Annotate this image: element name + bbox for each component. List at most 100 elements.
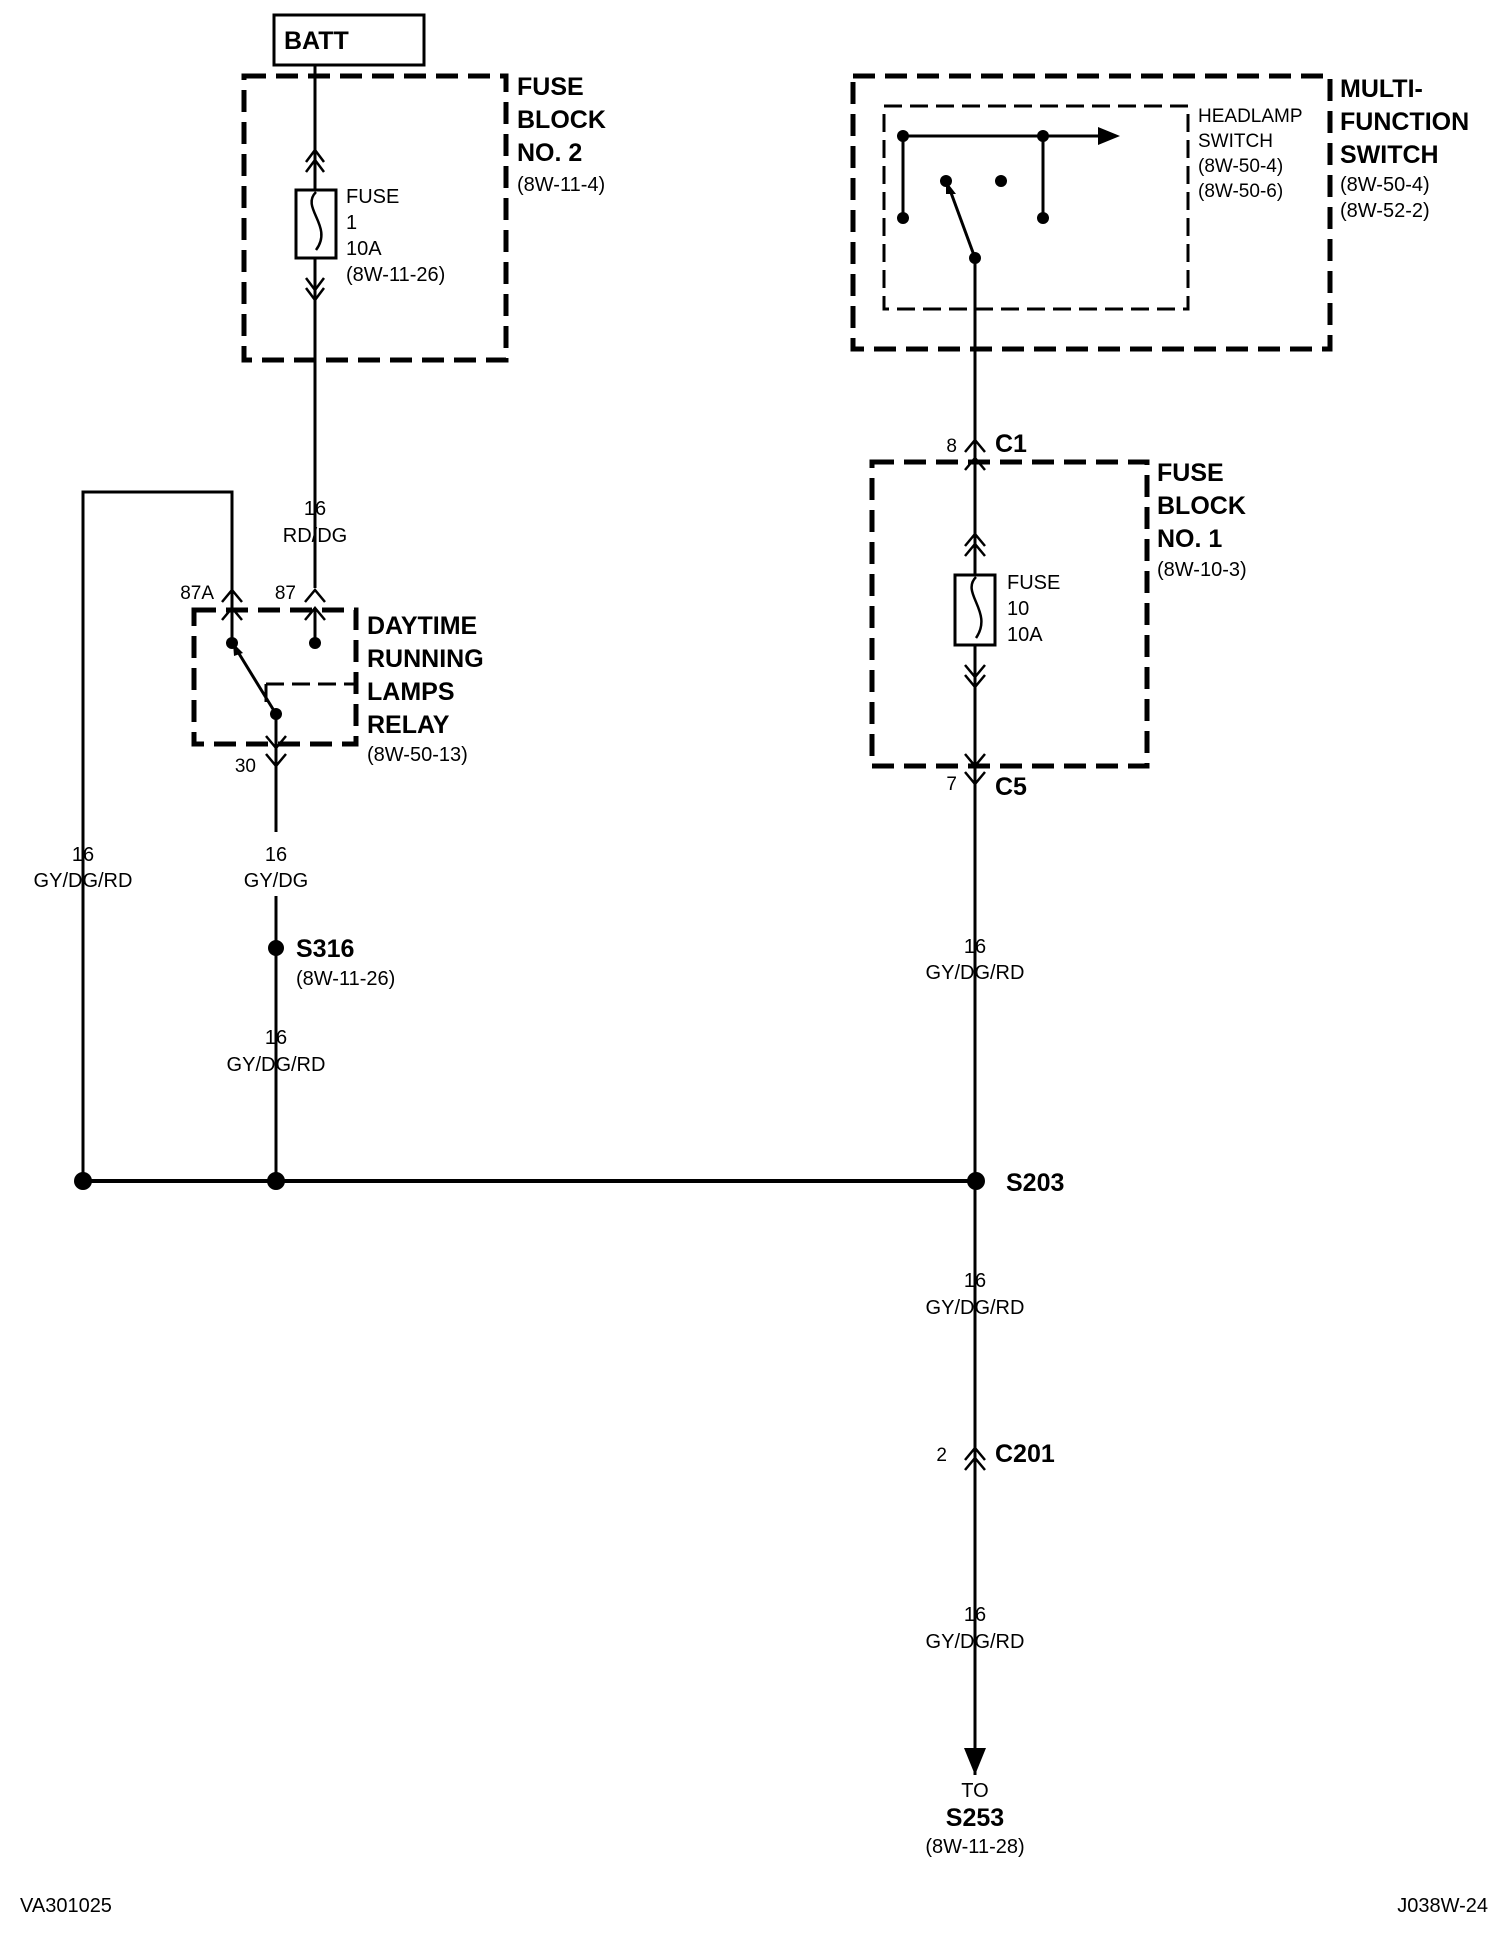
headlamp-switch-outline [882, 104, 1190, 311]
connector-chevron-down [265, 735, 287, 750]
wire-gauge: 16 [964, 936, 986, 958]
bus-junction-dot [267, 1172, 285, 1190]
connector-chevron-up [964, 542, 986, 557]
wire-gauge: 16 [265, 1027, 287, 1049]
mfs-name-3: SWITCH [1340, 141, 1439, 169]
fuse-block-1-name-1: FUSE [1157, 459, 1224, 487]
connector-chevron-down [964, 674, 986, 689]
connector-c201-chevron [964, 1446, 986, 1461]
connector-chevron-up [304, 588, 326, 603]
destination-ref: (8W-11-28) [925, 1836, 1024, 1858]
down-arrow-icon [964, 1748, 986, 1775]
relay-pin-30: 30 [235, 756, 256, 777]
wire-color: GY/DG [244, 870, 308, 892]
wire-color: RD/DG [283, 525, 347, 547]
fuse-block-1-name-3: NO. 1 [1157, 525, 1222, 553]
fuse-1-rating: 10A [346, 238, 382, 260]
switch-contact [1037, 212, 1049, 224]
fuse-block-2-name-3: NO. 2 [517, 139, 582, 167]
wire-gauge: 16 [72, 844, 94, 866]
connector-c1-pin: 8 [946, 436, 957, 457]
connector-c201-name: C201 [995, 1440, 1055, 1468]
wire-87a-left [81, 490, 234, 1178]
fuse-10-number: 10 [1007, 598, 1029, 620]
relay-outline [191, 607, 359, 747]
fuse-10-label: FUSE [1007, 572, 1060, 594]
wire-gauge: 16 [964, 1604, 986, 1626]
connector-c1-chevron [964, 456, 986, 471]
relay-pin-87a: 87A [180, 583, 214, 604]
batt-label: BATT [284, 27, 349, 55]
connector-chevron-down [305, 287, 325, 303]
relay-87-contact [309, 637, 321, 649]
fuse-10-rating: 10A [1007, 624, 1043, 646]
footer-left-code: VA301025 [20, 1895, 112, 1917]
connector-c5-name: C5 [995, 773, 1027, 801]
fuse-1-number: 1 [346, 212, 357, 234]
wire-color: GY/DG/RD [926, 1631, 1025, 1653]
connector-chevron-down [265, 753, 287, 768]
fuse-10-body [953, 573, 997, 647]
relay-name-4: RELAY [367, 711, 450, 739]
wire-color: GY/DG/RD [34, 870, 133, 892]
connector-chevron-up [305, 147, 325, 163]
destination-to: TO [961, 1780, 988, 1802]
wire-color: GY/DG/RD [227, 1054, 326, 1076]
wire-gauge: 16 [265, 844, 287, 866]
connector-chevron-down [964, 664, 986, 679]
connector-c1-chevron [964, 438, 986, 453]
connector-chevron-up [305, 157, 325, 173]
wire-color: GY/DG/RD [926, 1297, 1025, 1319]
switch-arrow-icon [1098, 127, 1120, 145]
connector-c5-chevron [964, 753, 986, 768]
switch-wiper [948, 189, 977, 259]
switch-contact [1037, 130, 1049, 142]
relay-name-2: RUNNING [367, 645, 484, 673]
fuse-block-1-outline [869, 459, 1150, 769]
relay-ref: (8W-50-13) [367, 744, 468, 766]
headlamp-switch-ref-1: (8W-50-4) [1198, 156, 1283, 177]
mfs-name-2: FUNCTION [1340, 108, 1469, 136]
mfs-ref-1: (8W-50-4) [1340, 174, 1430, 196]
relay-name-1: DAYTIME [367, 612, 477, 640]
relay-armature-arrow-icon [233, 643, 243, 656]
switch-wiper-arrow-icon [946, 181, 956, 194]
connector-chevron-up [964, 532, 986, 547]
splice-s203-name: S203 [1006, 1169, 1064, 1197]
connector-c201-chevron [964, 1456, 986, 1471]
relay-armature [236, 651, 278, 715]
splice-s316-name: S316 [296, 935, 354, 963]
fuse-1-label: FUSE [346, 186, 399, 208]
fuse-1-body [294, 188, 338, 260]
mfs-name-1: MULTI- [1340, 75, 1423, 103]
headlamp-switch-name-1: HEADLAMP [1198, 106, 1303, 127]
fuse-1-ref: (8W-11-26) [346, 264, 445, 286]
footer-right-code: J038W-24 [1397, 1895, 1488, 1917]
destination-name: S253 [946, 1804, 1004, 1832]
fuse-block-2-outline [241, 73, 509, 363]
fuse-block-2-name-2: BLOCK [517, 106, 606, 134]
connector-c1-name: C1 [995, 430, 1027, 458]
switch-contact [995, 175, 1007, 187]
fuse-10-element-icon [970, 576, 983, 639]
fuse-block-2-name-1: FUSE [517, 73, 584, 101]
fuse-block-1-ref: (8W-10-3) [1157, 559, 1247, 581]
fuse-block-1-name-2: BLOCK [1157, 492, 1246, 520]
fuse-1-element-icon [310, 191, 323, 251]
mfs-ref-2: (8W-52-2) [1340, 200, 1430, 222]
connector-c5-pin: 7 [946, 774, 957, 795]
relay-pin-87: 87 [275, 583, 296, 604]
wire-gauge: 16 [964, 1270, 986, 1292]
connector-c201-pin: 2 [936, 1445, 947, 1466]
wire-color: GY/DG/RD [926, 962, 1025, 984]
connector-chevron-down [305, 277, 325, 293]
mfs-outline [850, 73, 1333, 352]
connector-c5-chevron [964, 771, 986, 786]
switch-contact [897, 130, 909, 142]
batt-box [272, 13, 426, 67]
switch-contact [897, 212, 909, 224]
relay-name-3: LAMPS [367, 678, 455, 706]
headlamp-switch-ref-2: (8W-50-6) [1198, 181, 1283, 202]
